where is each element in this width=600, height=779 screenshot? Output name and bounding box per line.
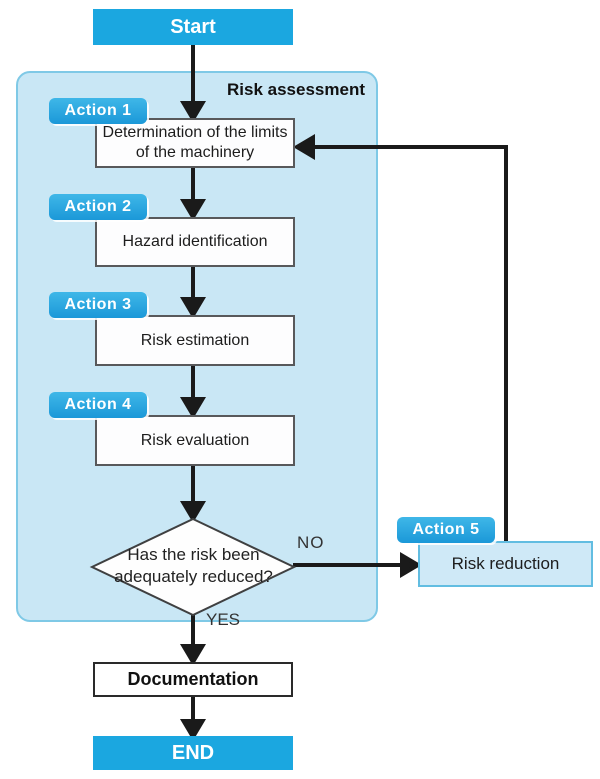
arrowhead-documentation-to-end: [179, 719, 207, 741]
action5-badge: Action 5: [397, 517, 495, 543]
decision-question-line2: adequately reduced?: [114, 566, 273, 586]
end-label: END: [171, 741, 215, 764]
process-box-risk-estimation: Risk estimation: [95, 315, 295, 366]
edge-label-yes: YES: [206, 610, 241, 629]
process-box-risk-reduction: Risk reduction: [418, 541, 593, 587]
action3-badge: Action 3: [49, 292, 147, 318]
container-title: Risk assessment: [227, 80, 365, 99]
start-label: Start: [170, 15, 216, 38]
end-node: END: [93, 736, 293, 770]
arrowhead-decision-to-documentation: [179, 644, 207, 666]
edge-label-no: NO: [297, 533, 325, 552]
action1-badge: Action 1: [49, 98, 147, 124]
process-box-limits-determination: Determination of the limits of the machi…: [95, 118, 295, 168]
decision-question-line1: Has the risk been: [127, 545, 260, 564]
decision-question: Has the risk been adequately reduced?: [95, 544, 292, 588]
action4-badge: Action 4: [49, 392, 147, 418]
process-box-documentation: Documentation: [93, 662, 293, 697]
process-box-risk-evaluation: Risk evaluation: [95, 415, 295, 466]
action2-badge: Action 2: [49, 194, 147, 220]
process-box-hazard-identification: Hazard identification: [95, 217, 295, 267]
arrowhead-decision-to-reduction: [400, 551, 422, 579]
start-node: Start: [93, 9, 293, 45]
